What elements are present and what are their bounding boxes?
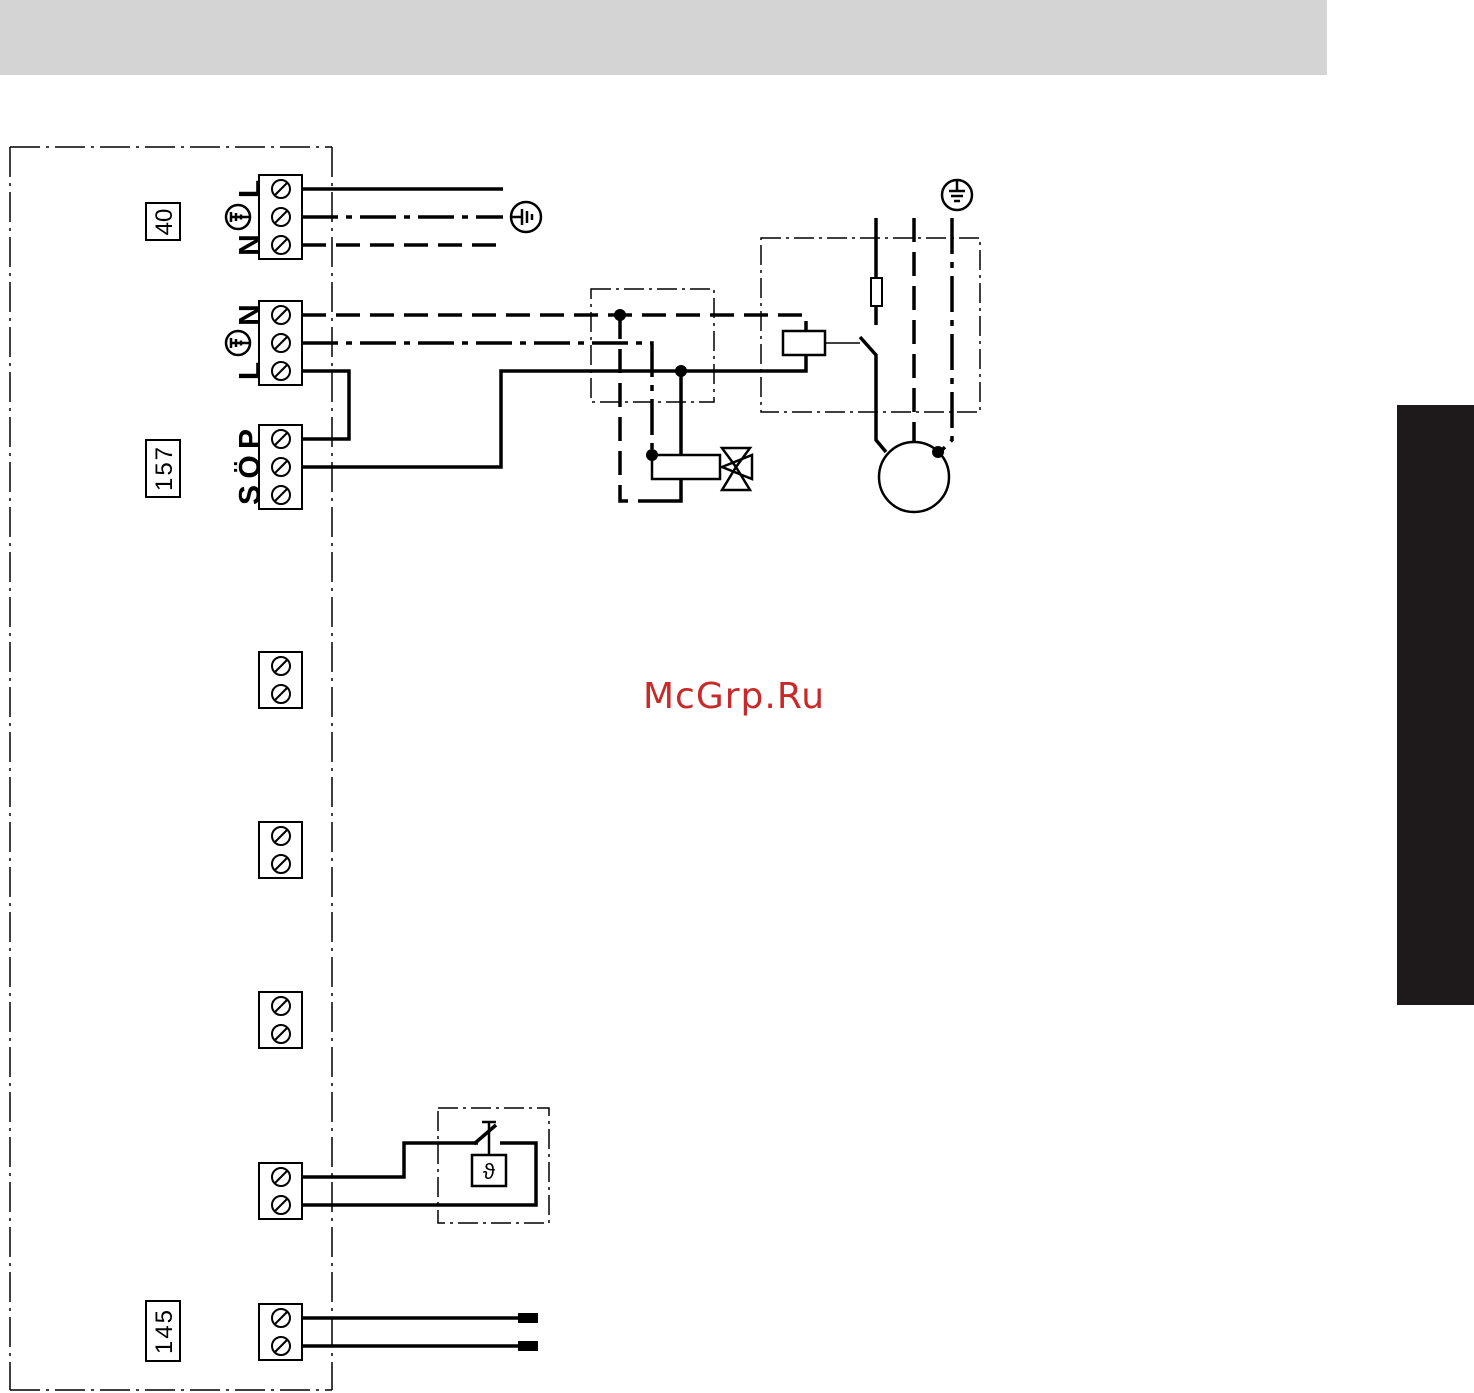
pin-labels-group-40: N L [226, 180, 267, 256]
terminal-screw-icon [272, 685, 290, 703]
pin-labels-group-157: S Ö P [234, 429, 267, 505]
terminal-group-label-40: 40 [146, 203, 180, 240]
ground-icon [942, 180, 972, 210]
svg-text:145: 145 [151, 1308, 178, 1354]
terminal-screw-icon [272, 1309, 290, 1327]
fuse-icon [871, 278, 882, 306]
thermostat-symbol: ϑ [483, 1159, 495, 1184]
terminal-group-label-145: 145 [146, 1301, 180, 1361]
svg-text:L: L [234, 180, 267, 198]
terminal-screw-icon [272, 306, 290, 324]
terminal-block [259, 1163, 302, 1219]
connector-plug-icon [518, 1313, 538, 1351]
watermark: McGrp.Ru [643, 676, 825, 717]
svg-text:40: 40 [151, 209, 178, 236]
svg-text:N: N [234, 234, 267, 256]
terminal-screw-icon [272, 180, 290, 198]
pin-labels-group-lpen: L N [226, 304, 267, 380]
terminal-screw-icon [272, 458, 290, 476]
wires-group-lpen [302, 315, 806, 501]
contactor-box-boundary [761, 238, 980, 412]
terminal-block [259, 822, 302, 878]
terminal-screw-icon [272, 208, 290, 226]
relay-icon [783, 331, 860, 355]
terminal-screw-icon [272, 236, 290, 254]
terminal-screw-icon [272, 486, 290, 504]
terminal-screw-icon [272, 362, 290, 380]
terminal-screw-icon [272, 334, 290, 352]
terminal-block [259, 652, 302, 708]
terminal-screw-icon [272, 1337, 290, 1355]
terminal-screw-icon [272, 430, 290, 448]
terminal-block [259, 992, 302, 1048]
sensor-wires-145 [302, 1318, 518, 1346]
terminal-screw-icon [272, 657, 290, 675]
motor-icon [879, 442, 949, 512]
terminal-screw-icon [272, 855, 290, 873]
ground-icon [511, 202, 541, 232]
terminal-screw-icon [272, 997, 290, 1015]
terminal-screw-icon [272, 1025, 290, 1043]
svg-text:L: L [234, 362, 267, 380]
terminal-screw-icon [272, 827, 290, 845]
terminal-screw-icon [272, 1196, 290, 1214]
svg-text:P: P [234, 429, 267, 449]
svg-text:157: 157 [151, 445, 178, 491]
terminal-group-label-157: 157 [146, 440, 180, 497]
terminal-blocks [259, 175, 302, 1360]
motor-supply-lines [860, 218, 952, 452]
terminal-block [259, 1304, 302, 1360]
svg-text:S: S [234, 485, 267, 505]
svg-text:Ö: Ö [234, 455, 267, 478]
svg-text:N: N [234, 304, 267, 326]
terminal-screw-icon [272, 1168, 290, 1186]
three-way-valve-icon [652, 448, 752, 490]
